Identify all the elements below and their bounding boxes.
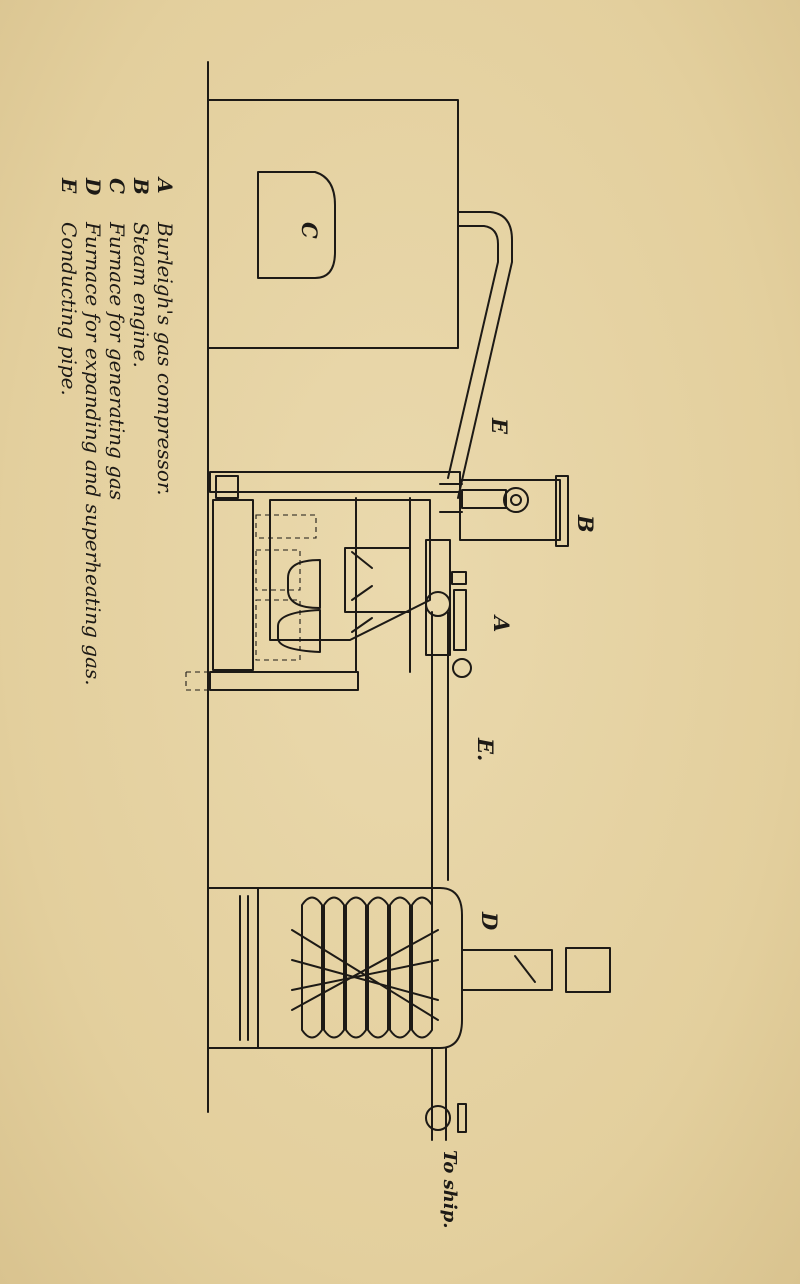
- legend-key-a: A: [153, 176, 177, 194]
- compressor-stand: [185, 347, 461, 889]
- pipe-e-lower: E.: [431, 611, 498, 911]
- legend-text-d: Furnace for expanding and superheating g…: [81, 221, 105, 686]
- label-a: A: [489, 614, 514, 632]
- pipe-e-upper: E: [447, 211, 513, 499]
- label-b: B: [573, 514, 598, 533]
- label-e-upper: E: [487, 417, 512, 435]
- legend-key-b: B: [129, 177, 153, 195]
- legend: A Burleigh's gas compressor. B Steam eng…: [57, 176, 177, 686]
- label-to-ship: To ship.: [439, 1150, 460, 1229]
- furnace-d: D: [207, 887, 611, 1049]
- steam-engine-b: B: [439, 475, 598, 547]
- legend-text-a: Burleigh's gas compressor.: [153, 221, 177, 496]
- legend-key-c: C: [105, 178, 129, 194]
- legend-text-c: Furnace for generating gas: [105, 221, 129, 500]
- legend-text-b: Steam engine.: [129, 222, 153, 368]
- legend-key-d: D: [81, 177, 105, 196]
- furnace-c: C: [207, 99, 459, 349]
- label-d: D: [477, 911, 502, 931]
- label-e-lower: E.: [473, 737, 498, 761]
- outlet-valve: To ship.: [425, 1047, 467, 1229]
- legend-text-e: Conducting pipe.: [57, 222, 81, 396]
- label-c-inner: C: [297, 222, 322, 239]
- legend-key-e: E: [57, 177, 81, 194]
- compressor-a: A: [425, 539, 514, 678]
